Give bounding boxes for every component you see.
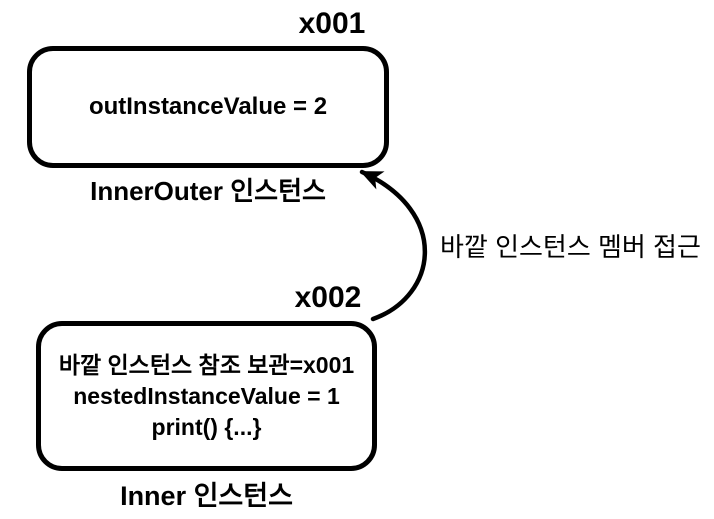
outer-instance-caption: InnerOuter 인스턴스 xyxy=(90,176,326,206)
inner-instance-box: 바깥 인스턴스 참조 보관=x001 nestedInstanceValue =… xyxy=(36,321,377,471)
inner-instance-outer-ref-line: 바깥 인스턴스 참조 보관=x001 xyxy=(58,351,355,378)
inner-instance-method-line: print() {...} xyxy=(151,413,262,440)
inner-instance-ref-label: x002 xyxy=(294,281,362,314)
inner-instance-field-line: nestedInstanceValue = 1 xyxy=(73,382,340,409)
reference-arrow-label: 바깥 인스턴스 멤버 접근 xyxy=(440,232,701,262)
outer-instance-box: outInstanceValue = 2 xyxy=(27,46,389,168)
inner-instance-caption: Inner 인스턴스 xyxy=(120,481,293,511)
outer-instance-field: outInstanceValue = 2 xyxy=(88,93,328,120)
outer-instance-ref-label: x001 xyxy=(298,7,366,40)
